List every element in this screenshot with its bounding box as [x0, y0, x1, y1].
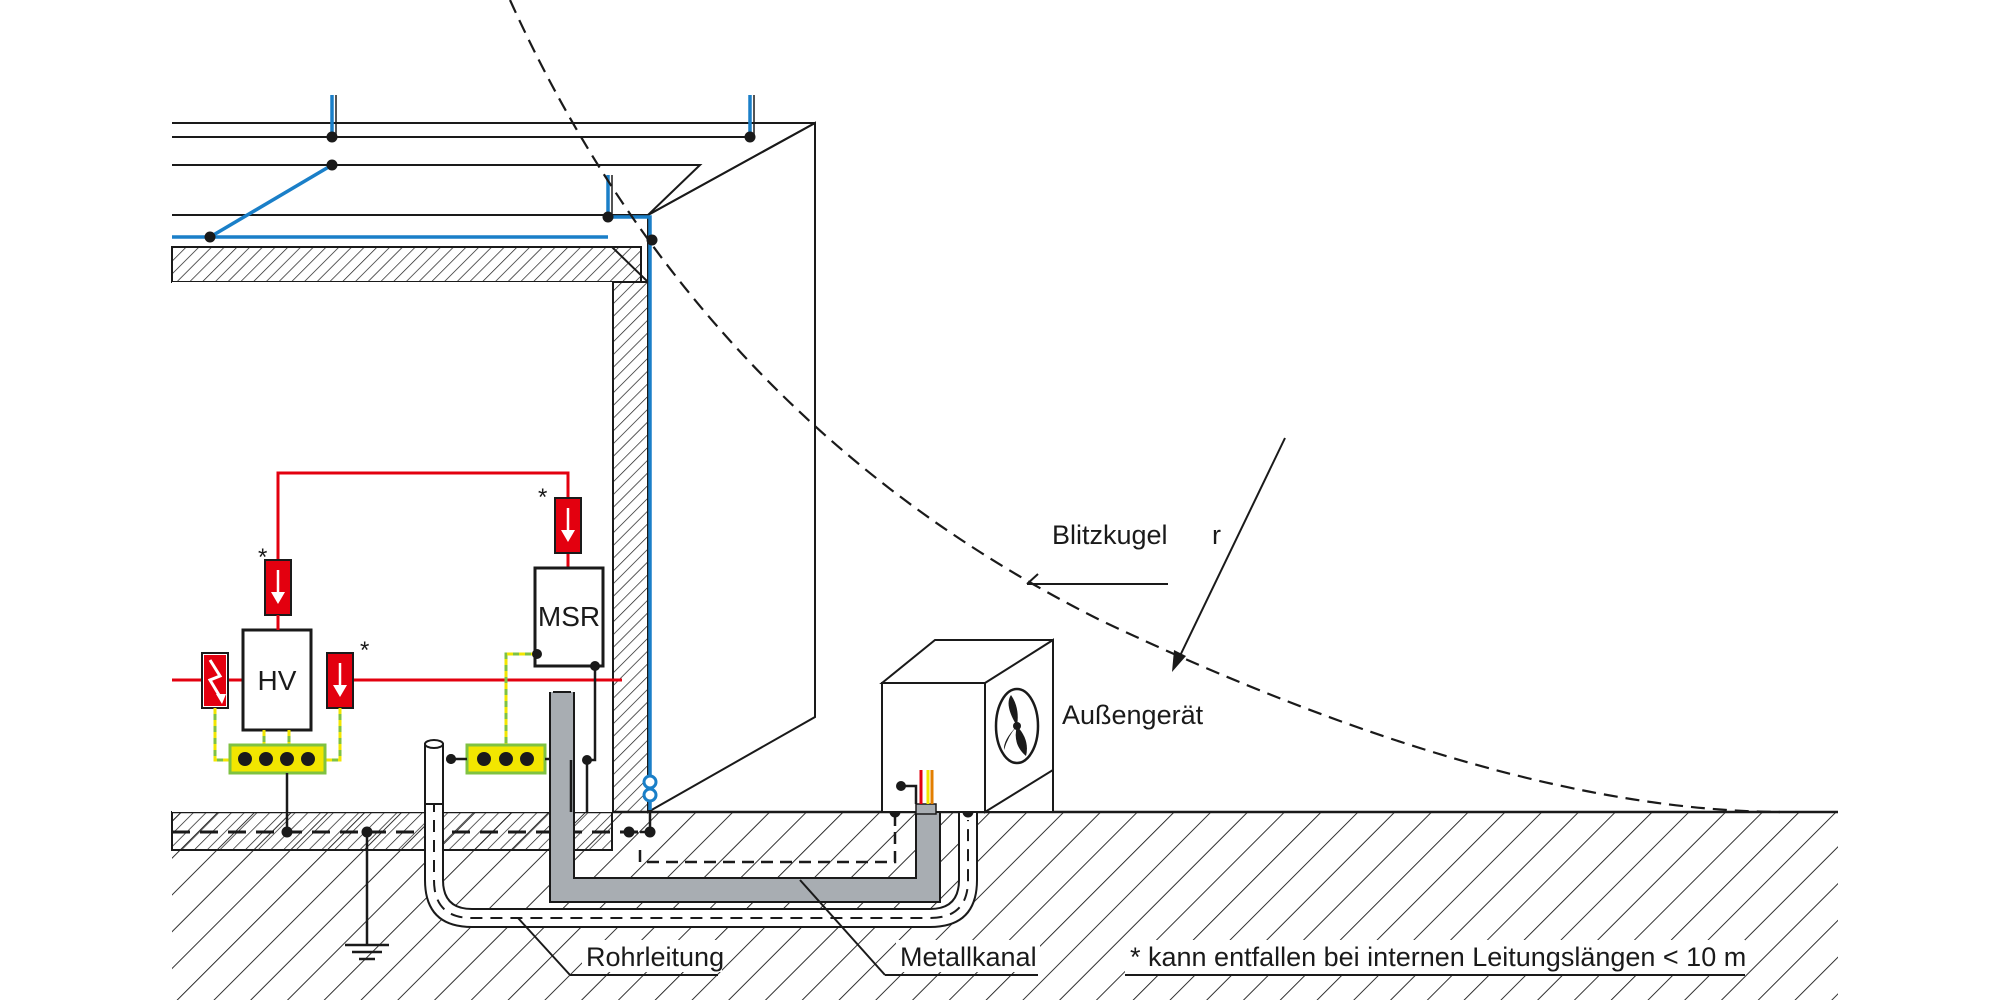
spd-icon	[326, 652, 354, 709]
label-metallkanal: Metallkanal	[900, 942, 1037, 972]
hv-group: HV	[172, 471, 622, 838]
air-termination-system	[172, 95, 752, 810]
outdoor-unit	[879, 638, 1054, 815]
msr-label: MSR	[538, 601, 600, 632]
equipotential-bar	[228, 743, 327, 775]
label-radius: r	[1212, 520, 1221, 550]
metallkanal	[549, 691, 941, 903]
air-rod-tips	[335, 95, 755, 215]
label-blitzkugel: Blitzkugel	[1052, 520, 1168, 550]
asterisk-msr: *	[538, 484, 547, 511]
msr-box	[533, 566, 605, 668]
earth-ground-icon	[345, 943, 389, 961]
asterisk-hv-right: *	[360, 637, 369, 664]
foundation-electrode	[172, 810, 656, 961]
spd-icon	[264, 559, 292, 616]
building	[171, 121, 816, 851]
lightning-arrester-icon	[201, 652, 229, 709]
junction-dots	[204, 131, 756, 246]
label-rohrleitung-group: Rohrleitung	[517, 917, 724, 976]
radius-arrow	[1177, 437, 1286, 661]
label-rohrleitung: Rohrleitung	[586, 942, 724, 972]
msr-group: * MSR	[446, 484, 605, 775]
fan-icon	[994, 687, 1040, 765]
footnote-text: * kann entfallen bei internen Leitungslä…	[1130, 942, 1746, 972]
label-aussengeraet: Außengerät	[1062, 700, 1204, 730]
label-metallkanal-group: Metallkanal	[799, 879, 1040, 976]
rolling-sphere-arc	[508, 0, 1781, 814]
hv-label: HV	[258, 665, 297, 696]
asterisk-hv-top: *	[258, 544, 267, 571]
spd-icon	[554, 497, 582, 554]
test-joint	[642, 774, 658, 803]
footnote-group: * kann entfallen bei internen Leitungslä…	[1125, 940, 1746, 976]
rohrleitung-pipe	[424, 739, 978, 928]
equipotential-bar	[465, 743, 547, 775]
